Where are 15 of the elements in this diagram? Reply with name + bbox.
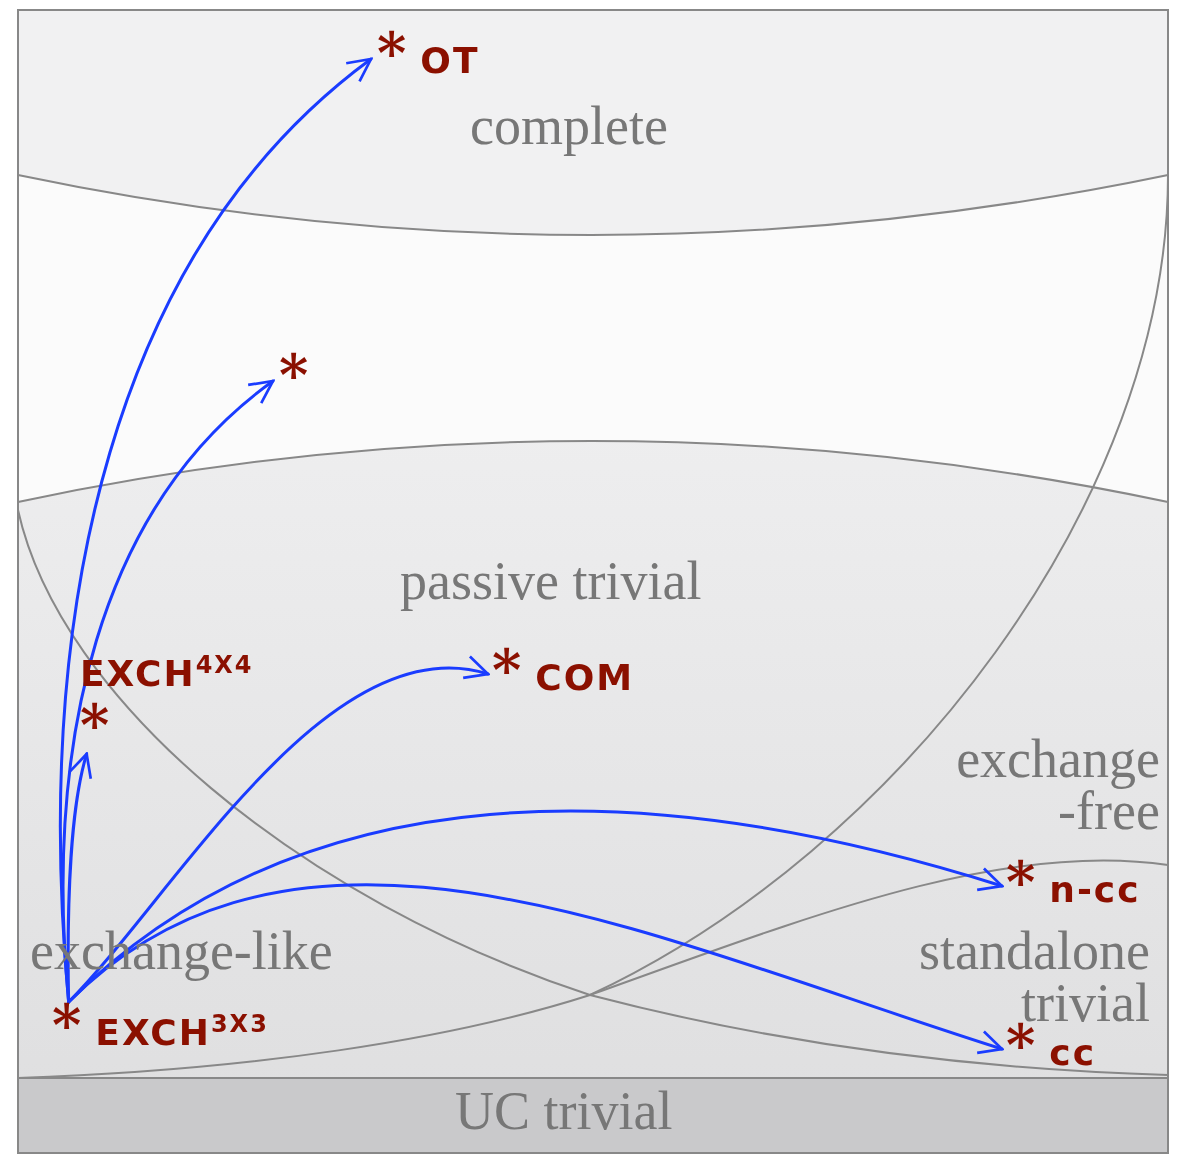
region-label: UC trivial [455, 1085, 673, 1137]
point-label: cc [1049, 1033, 1096, 1073]
point-label: n-cc [1049, 870, 1141, 910]
star-marker: * [377, 28, 407, 78]
region-label: exchange -free [928, 733, 1160, 837]
star-marker: * [80, 700, 110, 750]
arrow [66, 752, 93, 1004]
arrow [67, 884, 1004, 1055]
star-marker: * [52, 1000, 82, 1050]
star-marker: * [492, 645, 522, 695]
point-label: EXCH$^{3X3}$ [95, 1009, 269, 1053]
star-marker: * [1006, 857, 1036, 907]
point-label: COM [535, 658, 635, 698]
point-label: OT [420, 41, 480, 81]
star-marker: * [279, 350, 309, 400]
